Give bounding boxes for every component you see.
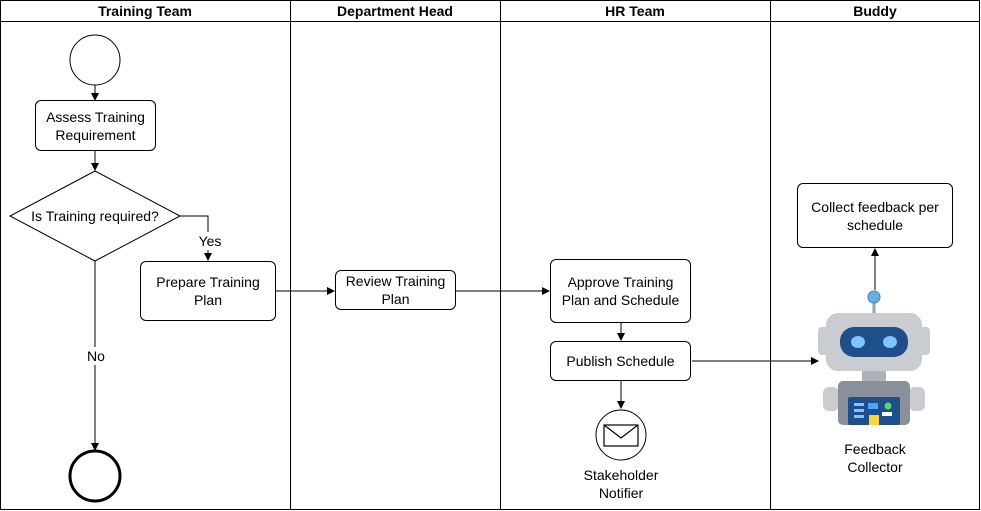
- lane-title-hr-team: HR Team: [605, 3, 665, 19]
- actor-label-stakeholder-notifier: Stakeholder Notifier: [583, 467, 659, 501]
- end-event: [68, 449, 122, 503]
- task-review-training-plan[interactable]: Review Training Plan: [335, 270, 456, 310]
- task-approve-training-plan[interactable]: Approve Training Plan and Schedule: [550, 259, 691, 323]
- start-event: [69, 34, 121, 86]
- decision-label: Is Training required?: [31, 208, 159, 224]
- envelope-icon: [595, 409, 647, 461]
- task-prepare-training-plan[interactable]: Prepare Training Plan: [140, 261, 276, 321]
- actor-label-feedback-collector: Feedback Collector: [844, 441, 906, 475]
- task-collect-feedback[interactable]: Collect feedback per schedule: [797, 183, 953, 248]
- lane-title-department-head: Department Head: [337, 3, 453, 19]
- lane-title-buddy: Buddy: [853, 3, 897, 19]
- edge-label-no: No: [83, 347, 109, 365]
- edge-label-yes: Yes: [196, 232, 224, 250]
- task-publish-schedule[interactable]: Publish Schedule: [550, 341, 691, 381]
- task-assess-training-requirement[interactable]: Assess Training Requirement: [35, 100, 156, 151]
- lane-title-training-team: Training Team: [98, 3, 192, 19]
- robot-icon: [818, 290, 930, 425]
